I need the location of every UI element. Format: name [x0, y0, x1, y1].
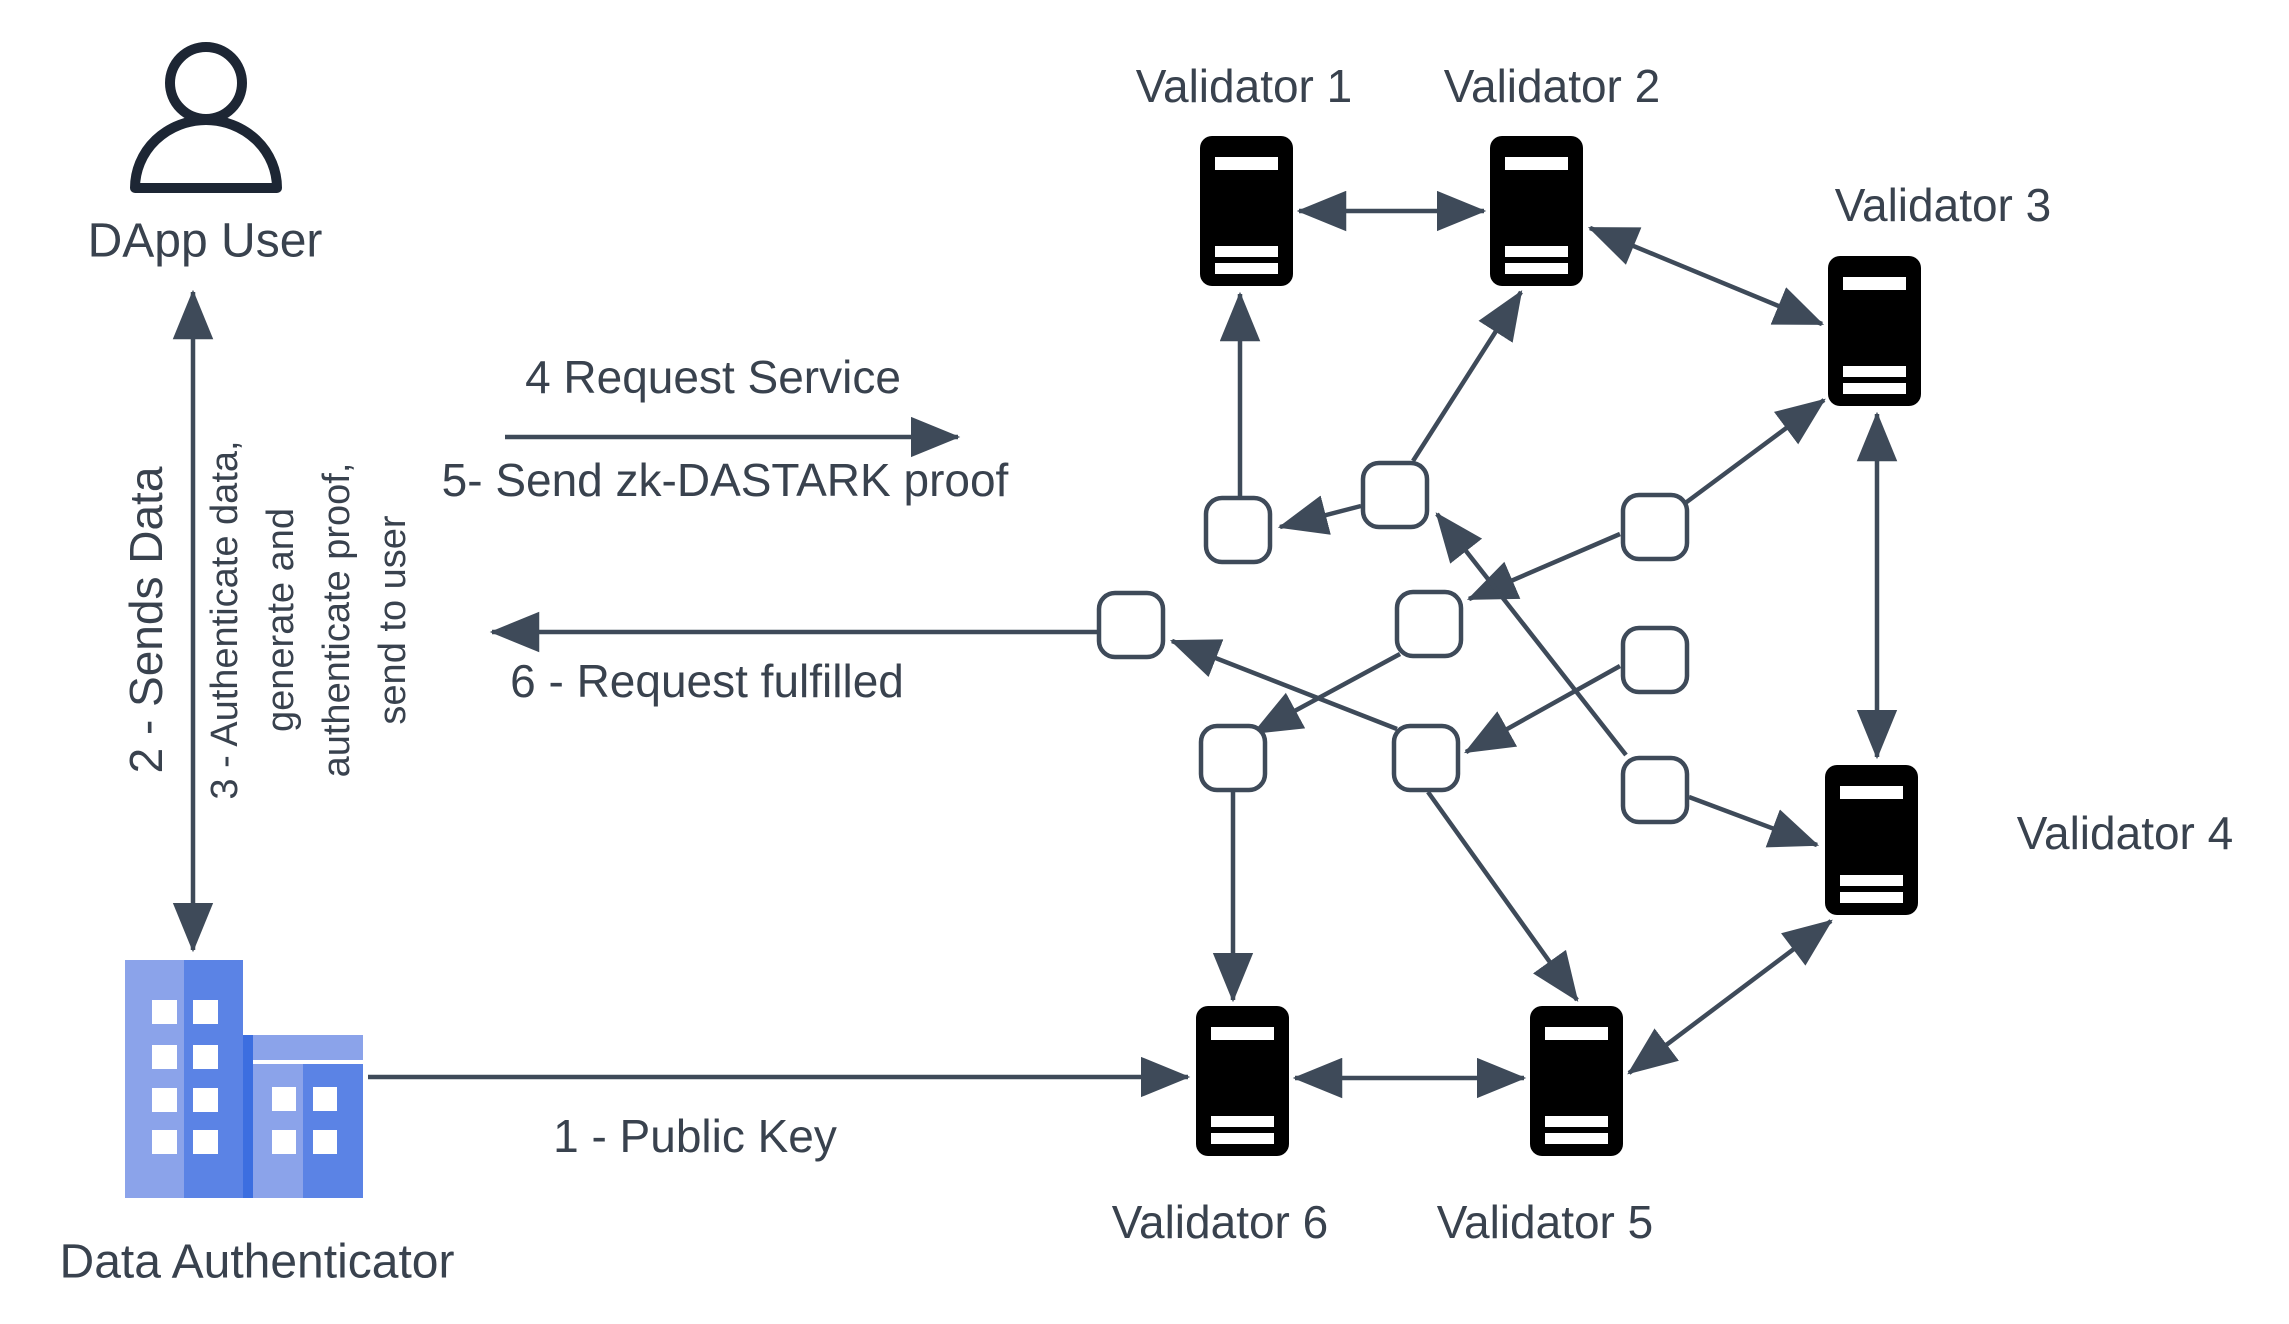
arrow-edge — [1426, 790, 1579, 1002]
arrow-edge — [1252, 652, 1402, 735]
double-arrow-edge — [1627, 919, 1833, 1075]
arrow-edge — [1688, 794, 1820, 848]
validator-2-label: Validator 2 — [1444, 60, 1661, 112]
network-node — [1620, 755, 1690, 825]
arrow-edge — [1682, 398, 1826, 506]
flow-1-public-key-label: 1 - Public Key — [553, 1110, 837, 1162]
double-arrow-edge — [1587, 225, 1825, 327]
validator-3-server-icon — [1828, 256, 1921, 406]
validator-1-label: Validator 1 — [1136, 60, 1353, 112]
validator-servers-layer — [1196, 136, 1921, 1156]
network-edges-layer — [172, 190, 1898, 1099]
validator-6-label: Validator 6 — [1112, 1196, 1329, 1248]
arrow-edge — [1464, 664, 1622, 754]
dapp-user-label: DApp User — [88, 215, 323, 268]
flow-3-label-line1: 3 - Authenticate data, — [204, 440, 246, 799]
network-node — [1391, 723, 1461, 793]
validator-4-server-icon — [1825, 765, 1918, 915]
flow-3-label-line3: authenticate proof, — [316, 463, 358, 778]
network-node — [1620, 492, 1690, 562]
building-windows — [152, 1000, 337, 1154]
validator-1-server-icon — [1200, 136, 1293, 286]
arrow-edge — [1277, 495, 1362, 535]
flow-3-label-line4: send to user — [372, 515, 414, 724]
data-authenticator-label: Data Authenticator — [60, 1236, 455, 1289]
validator-6-server-icon — [1196, 1006, 1289, 1156]
validator-5-label: Validator 5 — [1437, 1196, 1654, 1248]
arrow-edge — [1411, 290, 1523, 463]
flow-6-request-fulfilled-label: 6 - Request fulfilled — [510, 655, 904, 707]
flow-5-send-proof-label: 5- Send zk-DASTARK proof — [442, 454, 1009, 506]
flow-2-sends-data-label: 2 - Sends Data — [120, 466, 172, 773]
arrow-edge — [1169, 638, 1398, 732]
network-nodes-layer — [1096, 460, 1690, 825]
validator-3-label: Validator 3 — [1835, 179, 2052, 231]
flow-4-request-service-label: 4 Request Service — [525, 351, 901, 403]
arrow-edge — [1435, 512, 1628, 757]
network-node — [1203, 495, 1273, 565]
network-node — [1096, 590, 1166, 660]
dapp-user-icon — [130, 42, 282, 193]
validator-4-label: Validator 4 — [2017, 807, 2234, 859]
network-node — [1198, 723, 1268, 793]
validator-5-server-icon — [1530, 1006, 1623, 1156]
network-node — [1394, 589, 1464, 659]
data-authenticator-icon — [125, 960, 363, 1198]
flow-3-label-line2: generate and — [260, 508, 302, 732]
network-node — [1360, 460, 1430, 530]
arrow-edge — [1466, 531, 1621, 602]
validator-2-server-icon — [1490, 136, 1583, 286]
network-node — [1620, 625, 1690, 695]
